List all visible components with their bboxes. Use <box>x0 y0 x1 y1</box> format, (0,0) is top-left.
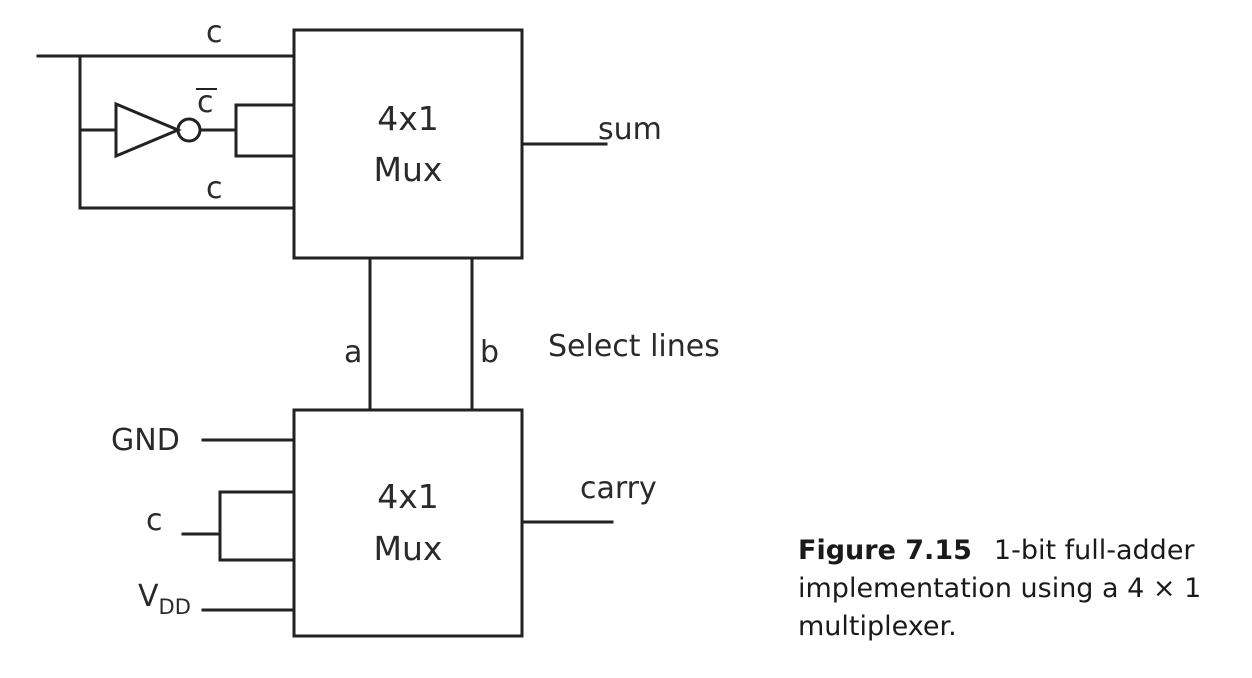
bottom-mux-label-line2: Mux <box>374 529 443 568</box>
top-input-c-label: c <box>206 15 223 50</box>
sum-output-label: sum <box>598 112 662 147</box>
bottom-mux-box <box>292 408 524 638</box>
vdd-main: V <box>138 579 159 614</box>
figure-caption-text: 1-bit full-adder implementation using a … <box>798 535 1202 642</box>
carry-output-label: carry <box>580 471 657 506</box>
select-line-b-label: b <box>480 335 499 370</box>
gnd-input-label: GND <box>111 423 180 458</box>
inverted-c-bracket-wire <box>234 103 296 158</box>
vdd-input-label: VDD <box>138 579 191 619</box>
inverted-c-label: c <box>197 85 214 120</box>
figure-number: Figure 7.15 <box>798 535 972 566</box>
inverter-gate <box>114 101 182 159</box>
bottom-mux-label-line1: 4x1 <box>377 477 439 516</box>
bottom-input-c-label: c <box>146 503 163 538</box>
top-mux-box <box>292 28 524 260</box>
c-bracket-wire <box>218 490 296 562</box>
vdd-subscript: DD <box>159 595 191 619</box>
select-line-a-label: a <box>344 335 362 370</box>
top-mux-label-line1: 4x1 <box>377 99 439 138</box>
top-input-c-lower-label: c <box>206 171 223 206</box>
select-lines-title: Select lines <box>548 329 720 364</box>
top-mux-label-line2: Mux <box>374 150 443 189</box>
